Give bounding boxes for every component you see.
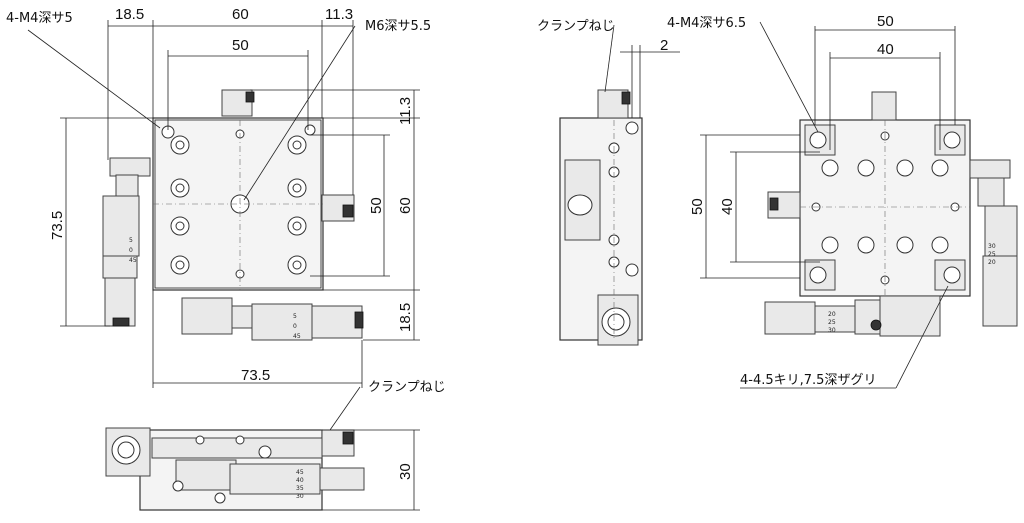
dim-bottom-73-5: 73.5	[241, 367, 270, 384]
dim-top-60: 60	[232, 6, 249, 23]
dim-rv-50-left: 50	[689, 198, 706, 215]
dim-right-50: 50	[368, 197, 385, 214]
side-view: クランプねじ 2	[537, 19, 680, 346]
label-counterbore: 4-4.5キリ,7.5深ザグリ	[740, 373, 876, 388]
svg-text:0: 0	[129, 247, 133, 254]
dim-top-18-5: 18.5	[115, 6, 144, 23]
top-view: 5 0 45 5 0 45	[6, 6, 446, 431]
svg-text:5: 5	[293, 313, 297, 320]
svg-text:45: 45	[296, 469, 304, 476]
dim-right-60: 60	[397, 197, 414, 214]
dim-top-11-3: 11.3	[325, 6, 353, 23]
svg-text:40: 40	[296, 477, 304, 484]
svg-text:0: 0	[293, 323, 297, 330]
svg-text:20: 20	[828, 311, 836, 318]
dim-rv-50-top: 50	[877, 13, 894, 30]
micrometer-bottom: 5 0 45	[181, 297, 364, 341]
svg-text:30: 30	[988, 243, 996, 250]
svg-text:5: 5	[129, 237, 133, 244]
label-clamp-screw-bottom: クランプねじ	[368, 380, 446, 395]
label-m4-depth6-5: 4-M4深サ6.5	[667, 16, 746, 31]
dim-front-30: 30	[397, 463, 414, 480]
svg-text:30: 30	[296, 493, 304, 500]
micrometer-left: 5 0 45	[102, 157, 151, 327]
dim-rv-40-top: 40	[877, 41, 894, 58]
dim-rv-40-left: 40	[719, 198, 736, 215]
micrometer-bottom-right: 20 25 30	[764, 295, 941, 337]
svg-text:30: 30	[828, 327, 836, 334]
svg-text:25: 25	[988, 251, 996, 258]
svg-text:45: 45	[293, 333, 301, 340]
bottom-holes	[809, 131, 961, 285]
label-m4-depth5: 4-M4深サ5	[6, 11, 73, 26]
bottom-view: 30 25 20 20 25 30 50 40 50 40	[667, 13, 1018, 389]
label-m6-depth5-5: M6深サ5.5	[365, 19, 431, 34]
dim-right-11-3: 11.3	[397, 97, 414, 125]
mounting-holes	[161, 124, 316, 279]
svg-text:25: 25	[828, 319, 836, 326]
dimension-lines-top-view	[27, 20, 420, 388]
svg-text:35: 35	[296, 485, 304, 492]
label-clamp-screw-top: クランプねじ	[537, 19, 615, 34]
front-view: 45 40 35 30 30	[105, 427, 420, 511]
micrometer-right: 30 25 20	[969, 159, 1018, 327]
dim-side-2: 2	[660, 37, 668, 54]
svg-text:20: 20	[988, 259, 996, 266]
dim-top-50: 50	[232, 37, 249, 54]
dim-left-73-5: 73.5	[49, 211, 66, 240]
svg-text:45: 45	[129, 257, 137, 264]
dim-right-18-5: 18.5	[397, 303, 414, 332]
